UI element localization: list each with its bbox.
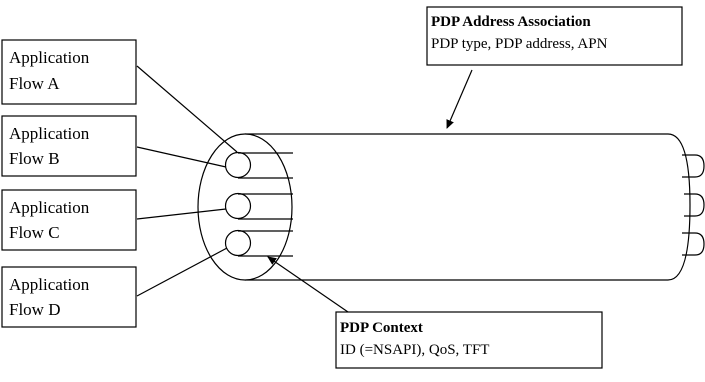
pdp-context-details: ID (=NSAPI), QoS, TFT bbox=[340, 342, 489, 358]
pdp-context-arrow bbox=[268, 257, 348, 312]
flow-box-d: Application Flow D bbox=[2, 267, 136, 327]
flow-c-line2: Flow C bbox=[9, 223, 60, 242]
flow-d-line2: Flow D bbox=[9, 300, 60, 319]
pdp-address-association-arrow bbox=[447, 70, 472, 128]
pipe-stubs-right bbox=[682, 155, 704, 255]
pdp-address-association-details: PDP type, PDP address, APN bbox=[431, 36, 608, 52]
tunnel-outline bbox=[245, 134, 690, 280]
pdp-context-callout: PDP Context ID (=NSAPI), QoS, TFT bbox=[268, 257, 602, 368]
pdp-address-association-title: PDP Address Association bbox=[431, 14, 591, 30]
flow-b-line2: Flow B bbox=[9, 149, 60, 168]
flow-a-line2: Flow A bbox=[9, 74, 60, 93]
flow-box-a: Application Flow A bbox=[2, 40, 136, 104]
flow-box-c: Application Flow C bbox=[2, 190, 136, 250]
flow-c-line1: Application bbox=[9, 198, 90, 217]
tunnel-front-end bbox=[198, 134, 292, 280]
pdp-context-title: PDP Context bbox=[340, 320, 423, 336]
flow-b-line1: Application bbox=[9, 124, 90, 143]
flow-d-line1: Application bbox=[9, 275, 90, 294]
flow-a-line1: Application bbox=[9, 48, 90, 67]
flow-box-b: Application Flow B bbox=[2, 116, 136, 176]
pdp-address-association-callout: PDP Address Association PDP type, PDP ad… bbox=[427, 7, 682, 128]
connector-flow-a bbox=[137, 66, 237, 152]
connector-flow-d bbox=[137, 248, 227, 296]
pdp-tunnel bbox=[198, 134, 704, 280]
